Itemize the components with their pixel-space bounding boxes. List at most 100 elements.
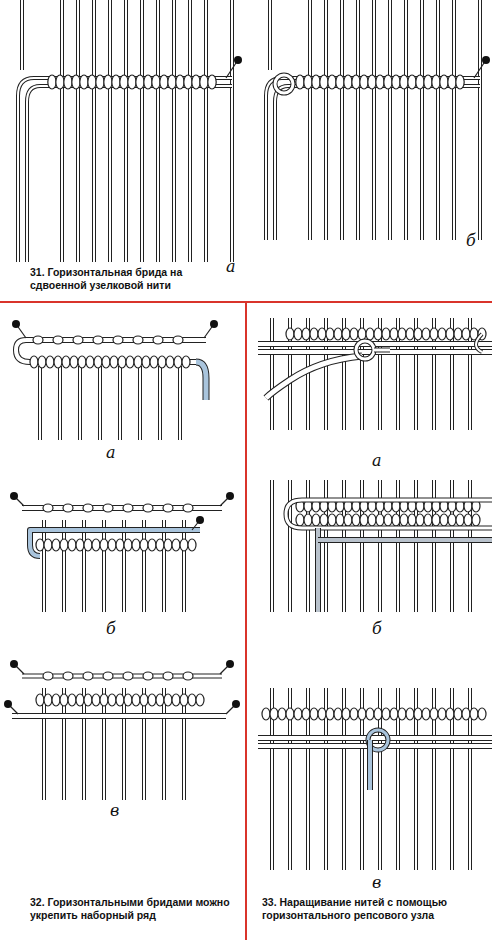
pin-head	[232, 700, 240, 708]
knot	[136, 75, 144, 89]
knot	[188, 539, 196, 551]
knot	[438, 708, 446, 720]
cord	[119, 366, 121, 440]
knot	[92, 694, 100, 706]
cord	[189, 0, 191, 262]
knot	[76, 694, 84, 706]
knot	[334, 328, 342, 340]
knot	[432, 75, 440, 89]
figure-letter-box: в	[110, 802, 126, 820]
cord	[356, 0, 360, 240]
cord	[325, 0, 327, 240]
cord	[373, 0, 375, 240]
knot	[126, 356, 134, 368]
cord	[92, 0, 96, 262]
knot	[318, 708, 326, 720]
knot	[368, 75, 376, 89]
loop-knot	[275, 75, 293, 93]
cord	[156, 0, 160, 262]
cord	[324, 0, 328, 240]
knot	[296, 514, 304, 526]
knot	[430, 328, 438, 340]
cord	[103, 520, 105, 612]
knot	[156, 539, 164, 551]
cord	[20, 0, 24, 70]
cord	[142, 520, 146, 612]
knot	[320, 514, 328, 526]
knot	[150, 356, 158, 368]
knot	[310, 328, 318, 340]
cord	[12, 714, 226, 718]
knot	[176, 75, 184, 89]
cord	[269, 0, 271, 70]
knot	[376, 514, 384, 526]
knot	[104, 75, 112, 89]
knot	[53, 336, 63, 344]
figure-letter: в	[110, 802, 126, 820]
knot	[360, 75, 368, 89]
knot	[448, 514, 456, 526]
knot	[70, 356, 78, 368]
figure-letter-box: б	[372, 620, 388, 638]
cord	[453, 0, 455, 240]
knot	[123, 672, 133, 680]
loop-knot	[356, 341, 374, 359]
pin-head	[4, 700, 12, 708]
figure-caption-box: 32. Горизонтальными бридами можно укрепи…	[30, 896, 235, 922]
knot	[63, 504, 73, 512]
knot	[302, 328, 310, 340]
cord	[205, 0, 207, 262]
knot	[424, 514, 432, 526]
knot	[36, 539, 44, 551]
knot	[392, 75, 400, 89]
figure-letter-box: б	[466, 232, 482, 250]
cord	[258, 735, 492, 741]
knot	[102, 356, 110, 368]
knot	[108, 539, 116, 551]
pin-head	[10, 660, 18, 668]
figure-letter-box: в	[372, 874, 388, 892]
cord	[196, 362, 206, 400]
cord	[188, 0, 192, 262]
knot	[302, 708, 310, 720]
knot	[60, 539, 68, 551]
knot	[174, 356, 182, 368]
knot	[278, 708, 286, 720]
knot	[78, 356, 86, 368]
knot	[94, 356, 102, 368]
loop-knot	[275, 75, 293, 93]
knot	[140, 539, 148, 551]
cord	[340, 0, 344, 240]
figure-letter: а	[226, 258, 242, 276]
knot	[88, 75, 96, 89]
knot	[352, 75, 360, 89]
figure-caption: 32. Горизонтальными бридами можно укрепи…	[30, 896, 235, 922]
knot	[103, 672, 113, 680]
knot	[84, 539, 92, 551]
knot	[44, 694, 52, 706]
cord	[141, 0, 143, 262]
knot	[80, 75, 88, 89]
cord	[421, 0, 423, 240]
cord	[266, 78, 480, 240]
red-divider	[245, 301, 247, 940]
knot	[120, 75, 128, 89]
knot	[334, 708, 342, 720]
knot	[163, 672, 173, 680]
cord	[420, 0, 424, 240]
knot	[52, 539, 60, 551]
cord	[39, 366, 41, 440]
knot	[143, 504, 153, 512]
knot	[318, 328, 326, 340]
figure-caption: 31. Горизонтальная брида на сдвоенной уз…	[30, 266, 230, 292]
knot	[140, 694, 148, 706]
cord	[124, 0, 128, 262]
figure-caption-box: 33. Наращивание нитей с помощью горизонт…	[262, 896, 488, 922]
knot	[438, 328, 446, 340]
cord	[476, 334, 482, 352]
knot	[422, 708, 430, 720]
knot	[342, 708, 350, 720]
cord	[60, 0, 64, 262]
knot	[86, 356, 94, 368]
